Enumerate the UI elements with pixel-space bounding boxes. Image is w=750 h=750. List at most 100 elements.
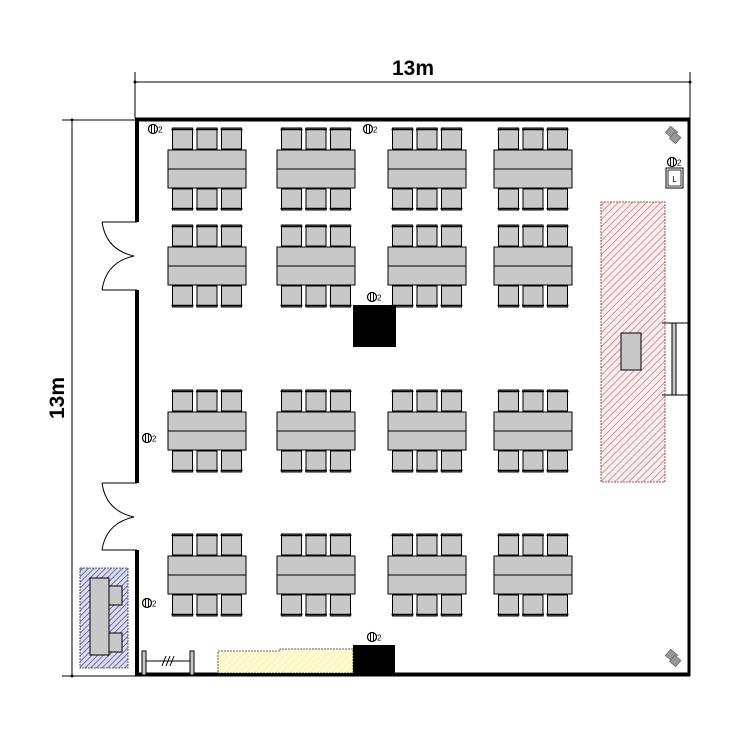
outlet-label: 2: [677, 159, 682, 168]
chair: [280, 533, 303, 556]
table: [276, 411, 356, 451]
chair: [440, 127, 463, 150]
chair: [522, 533, 544, 556]
table: [167, 555, 247, 595]
chair: [196, 127, 218, 150]
chair: [497, 285, 520, 308]
table: [387, 149, 467, 189]
chair: [546, 188, 569, 211]
chair: [440, 389, 463, 412]
table: [167, 411, 247, 451]
outlet-icon: 2: [666, 156, 682, 168]
height-label: 13m: [46, 377, 69, 419]
chair: [305, 389, 327, 412]
chair: [391, 389, 414, 412]
chair: [522, 224, 544, 247]
table: [493, 411, 573, 451]
chair: [220, 127, 243, 150]
chair: [220, 389, 243, 412]
chair: [305, 224, 327, 247]
chair: [220, 533, 243, 556]
chair: [220, 285, 243, 308]
table-group: [493, 127, 573, 211]
chair: [497, 594, 520, 617]
chair: [329, 224, 352, 247]
table-group: [493, 224, 573, 308]
chair: [522, 127, 544, 150]
chair: [171, 285, 194, 308]
chair: [522, 285, 544, 308]
chair: [440, 188, 463, 211]
outlet-label: 2: [377, 634, 382, 643]
chair: [220, 224, 243, 247]
height-dimension: 13m: [46, 118, 135, 678]
chair: [416, 533, 438, 556]
door-lower: [101, 482, 137, 551]
chair: [196, 188, 218, 211]
outlet-label: 2: [377, 294, 382, 303]
pillar-center: [353, 305, 396, 347]
outlet-icon: 2: [366, 631, 382, 643]
chair: [329, 389, 352, 412]
chair: [391, 533, 414, 556]
chair: [171, 450, 194, 473]
table-group: [276, 389, 356, 473]
chair: [329, 533, 352, 556]
chair: [546, 224, 569, 247]
table: [276, 555, 356, 595]
chair: [196, 285, 218, 308]
speaker-icon: [664, 125, 682, 145]
chair: [416, 224, 438, 247]
chair: [522, 389, 544, 412]
chair: [546, 533, 569, 556]
chair: [220, 188, 243, 211]
chair: [546, 450, 569, 473]
chair: [440, 285, 463, 308]
chair: [305, 450, 327, 473]
chair: [416, 188, 438, 211]
table: [167, 149, 247, 189]
chair: [546, 285, 569, 308]
table-group: [387, 389, 467, 473]
table-group: [276, 127, 356, 211]
chair: [171, 224, 194, 247]
chair: [171, 594, 194, 617]
door-upper: [101, 221, 137, 291]
outlet-label: 2: [152, 600, 157, 609]
outlet-icon: 2: [141, 597, 157, 609]
chair: [416, 389, 438, 412]
chair: [196, 389, 218, 412]
table: [387, 411, 467, 451]
outlet-label: 2: [152, 435, 157, 444]
lectern-label: L: [672, 175, 677, 184]
chair: [329, 450, 352, 473]
chair: [280, 389, 303, 412]
chair: [280, 450, 303, 473]
chair: [305, 533, 327, 556]
chair: [546, 594, 569, 617]
table: [276, 246, 356, 286]
chair: [280, 285, 303, 308]
chair: [497, 450, 520, 473]
chair: [280, 594, 303, 617]
chair: [440, 224, 463, 247]
table: [387, 246, 467, 286]
chair: [440, 533, 463, 556]
chair: [497, 127, 520, 150]
outlet-label: 2: [158, 126, 163, 135]
chair: [522, 594, 544, 617]
chair: [196, 224, 218, 247]
chair: [196, 450, 218, 473]
chair: [522, 188, 544, 211]
chair: [497, 188, 520, 211]
chair: [416, 450, 438, 473]
table: [276, 149, 356, 189]
chair: [171, 188, 194, 211]
chair: [280, 224, 303, 247]
table-group: [276, 224, 356, 308]
chair: [440, 450, 463, 473]
width-label: 13m: [392, 57, 434, 80]
chair: [305, 127, 327, 150]
